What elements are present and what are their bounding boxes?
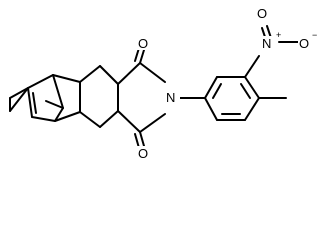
bicyclic-cage (27, 65, 101, 128)
nitro-oxygen-right-charge: − (312, 30, 317, 40)
nitro-oxygen-right-label: O (299, 36, 309, 51)
imide-ring (99, 47, 166, 149)
oxygen-bottom-label: O (138, 146, 148, 161)
atom-labels: O N O N + O O − (137, 6, 317, 161)
nitro-nitrogen-label: N (262, 36, 271, 51)
oxygen-top-label: O (138, 36, 148, 51)
aryl-ring (179, 55, 287, 121)
nitro-oxygen-left-label: O (257, 6, 267, 21)
cyclopropane-ring (9, 87, 29, 112)
nitro-nitrogen-charge: + (276, 30, 281, 40)
molecule-diagram: O N O N + O O − (9, 6, 317, 161)
imide-nitrogen-label: N (166, 90, 175, 105)
